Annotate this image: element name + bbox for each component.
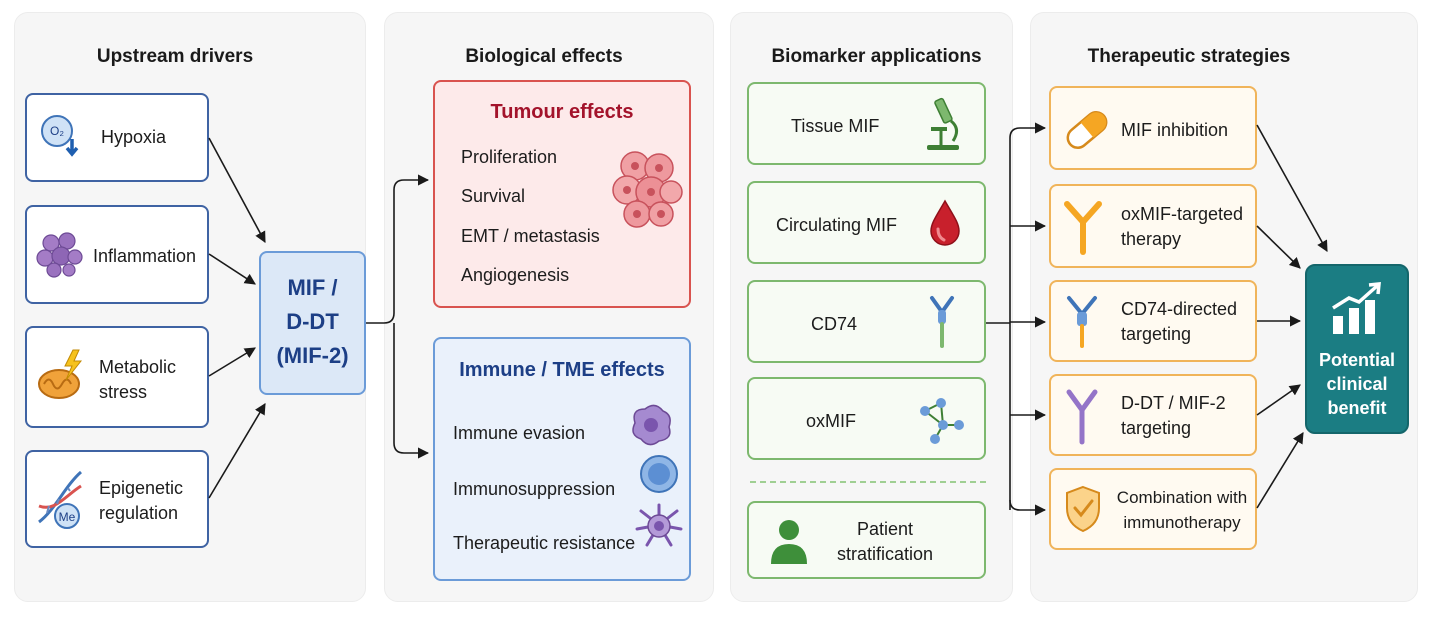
therapy-ddt-mif2-label: D-DT / MIF-2 targeting (1121, 393, 1226, 438)
tumour-item-proliferation: Proliferation (461, 147, 558, 167)
microscope-icon (927, 97, 959, 150)
therapy-oxmif-targeted-label: oxMIF-targeted therapy (1121, 204, 1244, 249)
therapy-mif-inhibition: MIF inhibition (1049, 86, 1257, 170)
oxygen-badge: O₂ (50, 124, 64, 138)
clinical-benefit-box: Potential clinical benefit (1305, 264, 1409, 434)
antibody-blue-icon (1067, 296, 1097, 348)
therapy-ddt-mif2: D-DT / MIF-2 targeting (1049, 374, 1257, 456)
mif-ddt-hub: MIF / D-DT (MIF-2) (259, 251, 366, 395)
patient-icon (771, 520, 807, 564)
therapy-oxmif-targeted: oxMIF-targeted therapy (1049, 184, 1257, 268)
cell-cluster-icon (36, 232, 83, 278)
biomarker-circulating-mif: Circulating MIF (747, 181, 986, 264)
biomarker-applications-title: Biomarker applications (771, 46, 982, 67)
tumour-item-emt-metastasis: EMT / metastasis (461, 226, 600, 246)
dna-methyl-icon: Me (38, 470, 83, 529)
methyl-badge: Me (59, 510, 76, 524)
upstream-drivers-title: Upstream drivers (96, 46, 254, 67)
biological-effects-title: Biological effects (465, 46, 623, 67)
oxygen-down-icon: O₂ (41, 115, 79, 157)
therapeutic-strategies-title: Therapeutic strategies (1087, 46, 1291, 67)
lymphocyte-icon (640, 455, 678, 493)
antibody-purple-icon (1066, 389, 1098, 445)
therapy-combination-immunotherapy: Combination with immunotherapy (1049, 468, 1257, 550)
driver-inflammation-label: Inflammation (93, 246, 197, 266)
biomarker-divider (750, 481, 986, 483)
driver-epigenetic-label: Epigenetic regulation (99, 478, 184, 523)
therapy-cd74-directed-label: CD74-directed targeting (1121, 299, 1238, 344)
clinical-benefit-label: Potential clinical benefit (1318, 350, 1395, 418)
tumour-cells-icon (612, 151, 683, 228)
tumour-item-angiogenesis: Angiogenesis (461, 265, 570, 285)
biomarker-cd74: CD74 (747, 280, 986, 363)
biomarker-tissue-mif-label: Tissue MIF (791, 116, 880, 136)
biomarker-oxmif-label: oxMIF (806, 411, 857, 431)
tumour-item-survival: Survival (461, 186, 526, 206)
immune-tme-effects-title: Immune / TME effects (459, 359, 665, 381)
driver-metabolic-stress: Metabolic stress (25, 326, 209, 428)
mif-ddt-hub-label: MIF / D-DT (MIF-2) (276, 275, 349, 368)
molecule-icon (920, 398, 964, 444)
immune-tme-effects-box: Immune / TME effects Immune evasion Immu… (433, 337, 691, 581)
immune-item-immunosuppression: Immunosuppression (453, 479, 616, 499)
immune-item-evasion: Immune evasion (453, 423, 586, 443)
macrophage-icon (632, 404, 671, 446)
mitochondria-lightning-icon (38, 349, 83, 399)
biomarker-oxmif: oxMIF (747, 377, 986, 460)
tumour-effects-box: Tumour effects Proliferation Survival EM… (433, 80, 691, 308)
patient-stratification-label: Patient stratification (836, 519, 934, 564)
driver-epigenetic-regulation: Me Epigenetic regulation (25, 450, 209, 548)
receptor-icon (930, 296, 954, 348)
therapy-cd74-directed: CD74-directed targeting (1049, 280, 1257, 362)
immune-item-therapeutic-resistance: Therapeutic resistance (453, 533, 636, 553)
shield-check-icon (1066, 485, 1100, 533)
pill-icon (1066, 111, 1108, 149)
tumour-effects-title: Tumour effects (490, 101, 634, 123)
therapy-combination-label: Combination with immunotherapy (1116, 488, 1248, 532)
dendritic-cell-icon (635, 503, 683, 547)
biomarker-circulating-mif-label: Circulating MIF (776, 215, 898, 235)
therapy-mif-inhibition-label: MIF inhibition (1121, 120, 1229, 140)
driver-metabolic-stress-label: Metabolic stress (99, 357, 177, 402)
driver-hypoxia-label: Hypoxia (101, 127, 167, 147)
driver-hypoxia: O₂ Hypoxia (25, 93, 209, 182)
patient-stratification-box: Patient stratification (747, 501, 986, 579)
antibody-icon (1064, 201, 1102, 255)
driver-inflammation: Inflammation (25, 205, 209, 304)
biomarker-tissue-mif: Tissue MIF (747, 82, 986, 165)
blood-drop-icon (930, 199, 960, 246)
growth-chart-icon (1332, 282, 1381, 334)
biomarker-cd74-label: CD74 (811, 314, 858, 334)
